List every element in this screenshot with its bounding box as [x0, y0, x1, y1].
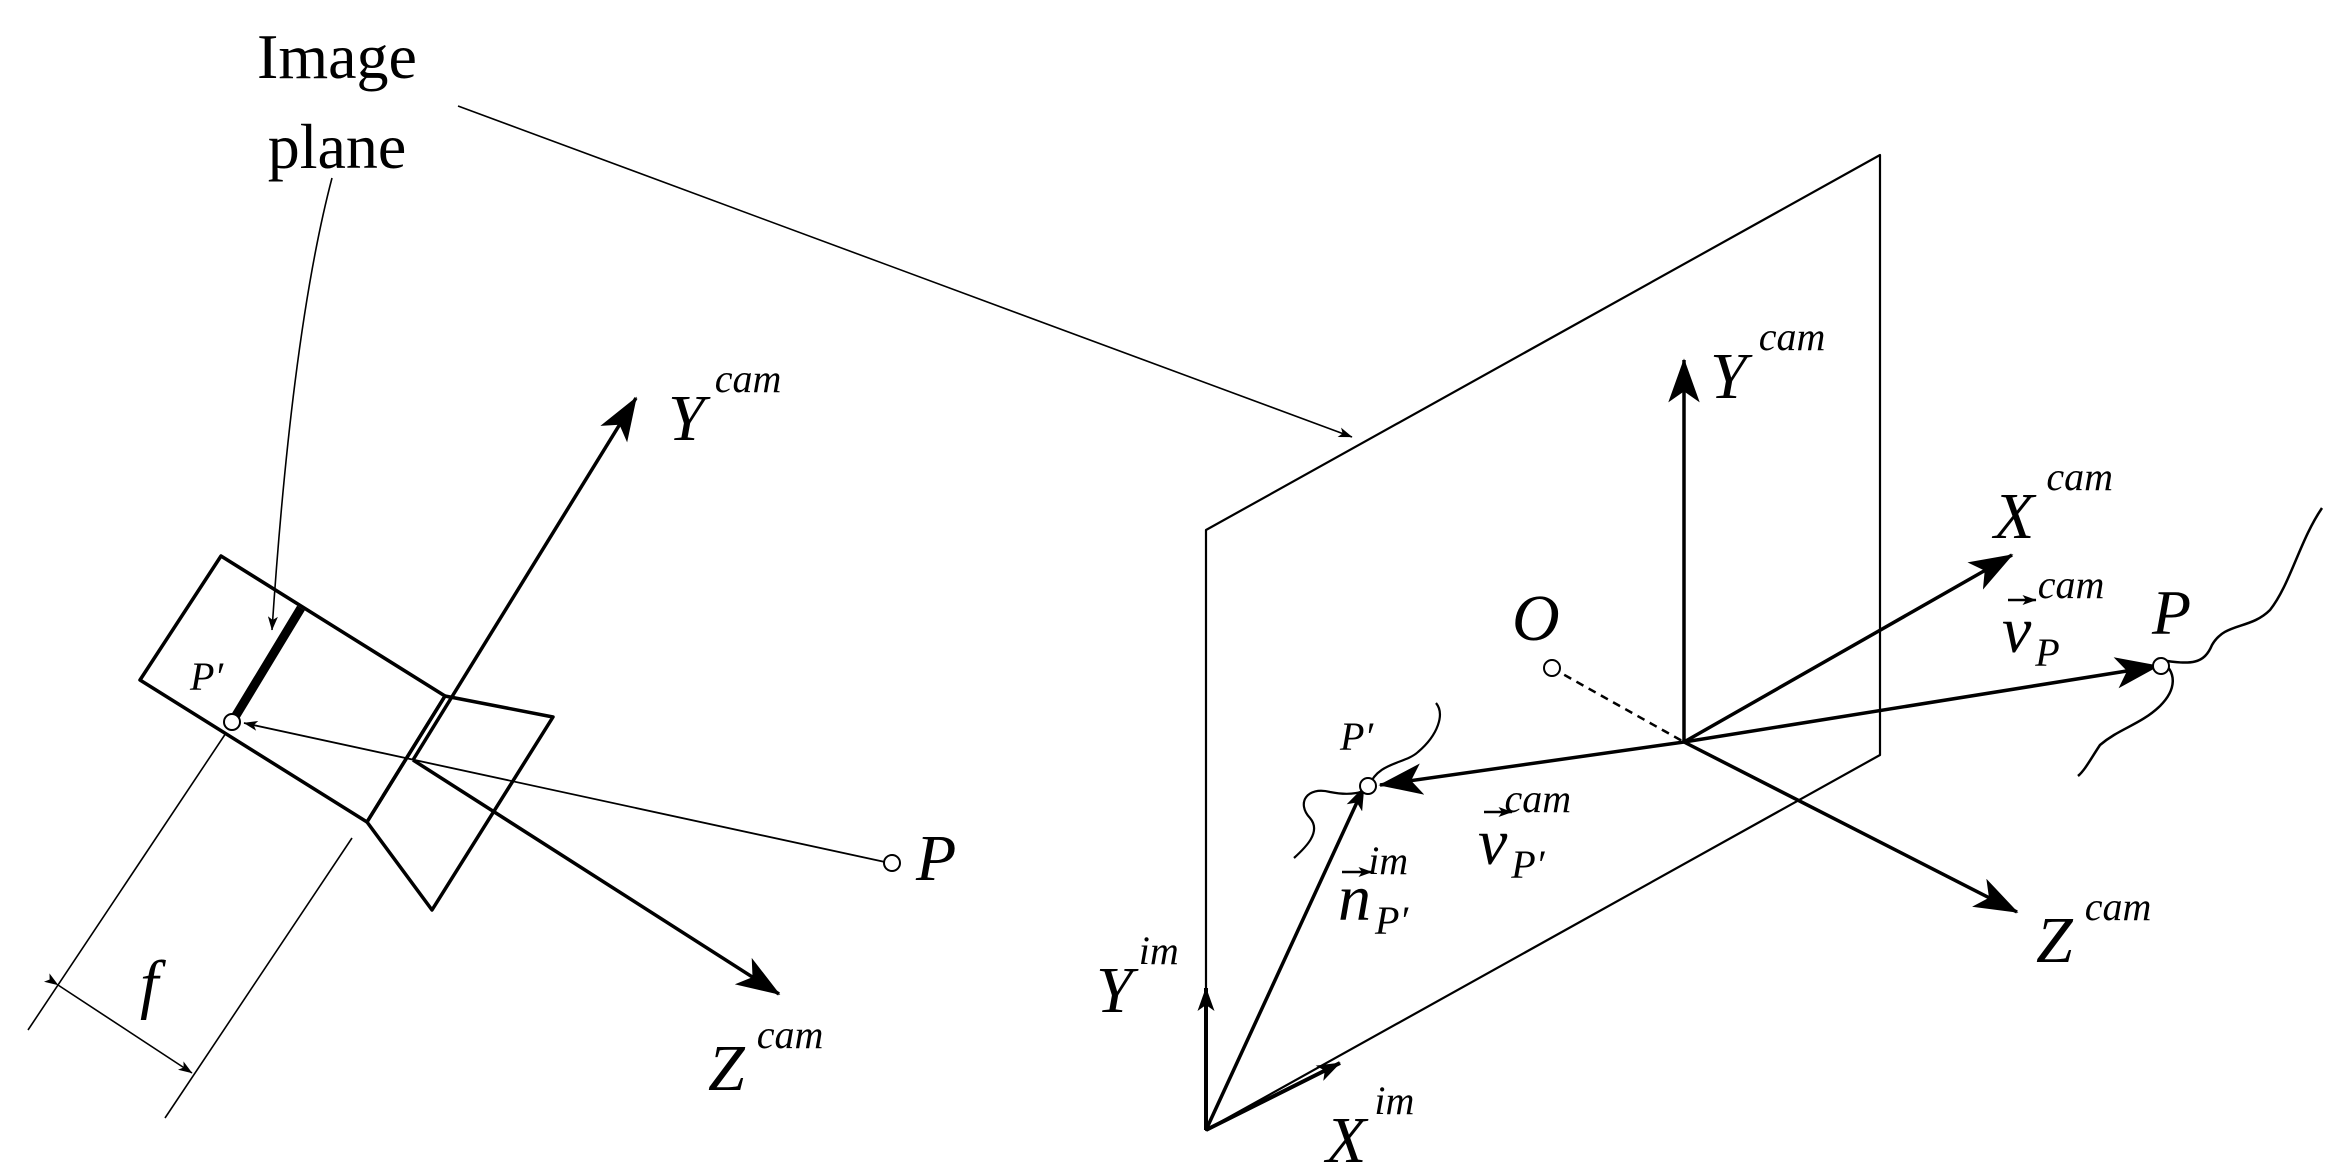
object-curve-p — [2077, 507, 2324, 777]
y-cam-label: Ycam — [1710, 314, 1825, 413]
vector-v-p-prime — [1378, 740, 1685, 795]
point-p-marker — [2152, 657, 2170, 675]
point-p-prime-label: P′ — [189, 654, 224, 699]
x-cam-axis — [1683, 553, 2014, 744]
camera-lens — [365, 694, 555, 912]
focal-ext-line-2 — [164, 837, 353, 1119]
vector-v-p — [1683, 657, 2160, 744]
y-cam-axis — [411, 396, 638, 761]
object-curve-p-prime — [1293, 702, 1441, 859]
origin-label: O — [1512, 582, 1560, 655]
vector-n-p-prime — [1204, 786, 1366, 1131]
origin-dashed-line — [1551, 666, 1685, 744]
camera-body — [138, 554, 447, 824]
image-plane-caption-line2: plane — [268, 111, 407, 182]
point-p-label: P — [2151, 577, 2191, 648]
point-p-marker — [883, 854, 901, 872]
x-im-axis — [1205, 1061, 1341, 1132]
y-cam-label: Ycam — [668, 356, 781, 455]
image-plane — [1204, 153, 1882, 1132]
image-plane-caption-line1: Image — [257, 21, 417, 92]
origin-marker — [1543, 659, 1561, 677]
focal-length-label: f — [140, 948, 166, 1021]
projection-ray — [243, 720, 900, 870]
z-cam-axis — [1683, 740, 2019, 914]
z-cam-axis — [412, 758, 781, 996]
focal-dimension-line — [43, 973, 193, 1074]
point-p-prime-marker — [1359, 777, 1377, 795]
caption-leader-left — [267, 177, 333, 631]
x-cam-label: Xcam — [1991, 454, 2113, 553]
point-p-prime-marker — [223, 713, 241, 731]
caption-leader-right — [457, 105, 1353, 438]
x-im-label: Xim — [1323, 1078, 1414, 1168]
image-plane-edge — [228, 605, 305, 725]
point-p-prime-label: P′ — [1339, 714, 1374, 759]
y-im-label: Yim — [1096, 928, 1179, 1027]
point-p-label: P — [915, 822, 956, 895]
focal-ext-line-1 — [27, 732, 227, 1031]
